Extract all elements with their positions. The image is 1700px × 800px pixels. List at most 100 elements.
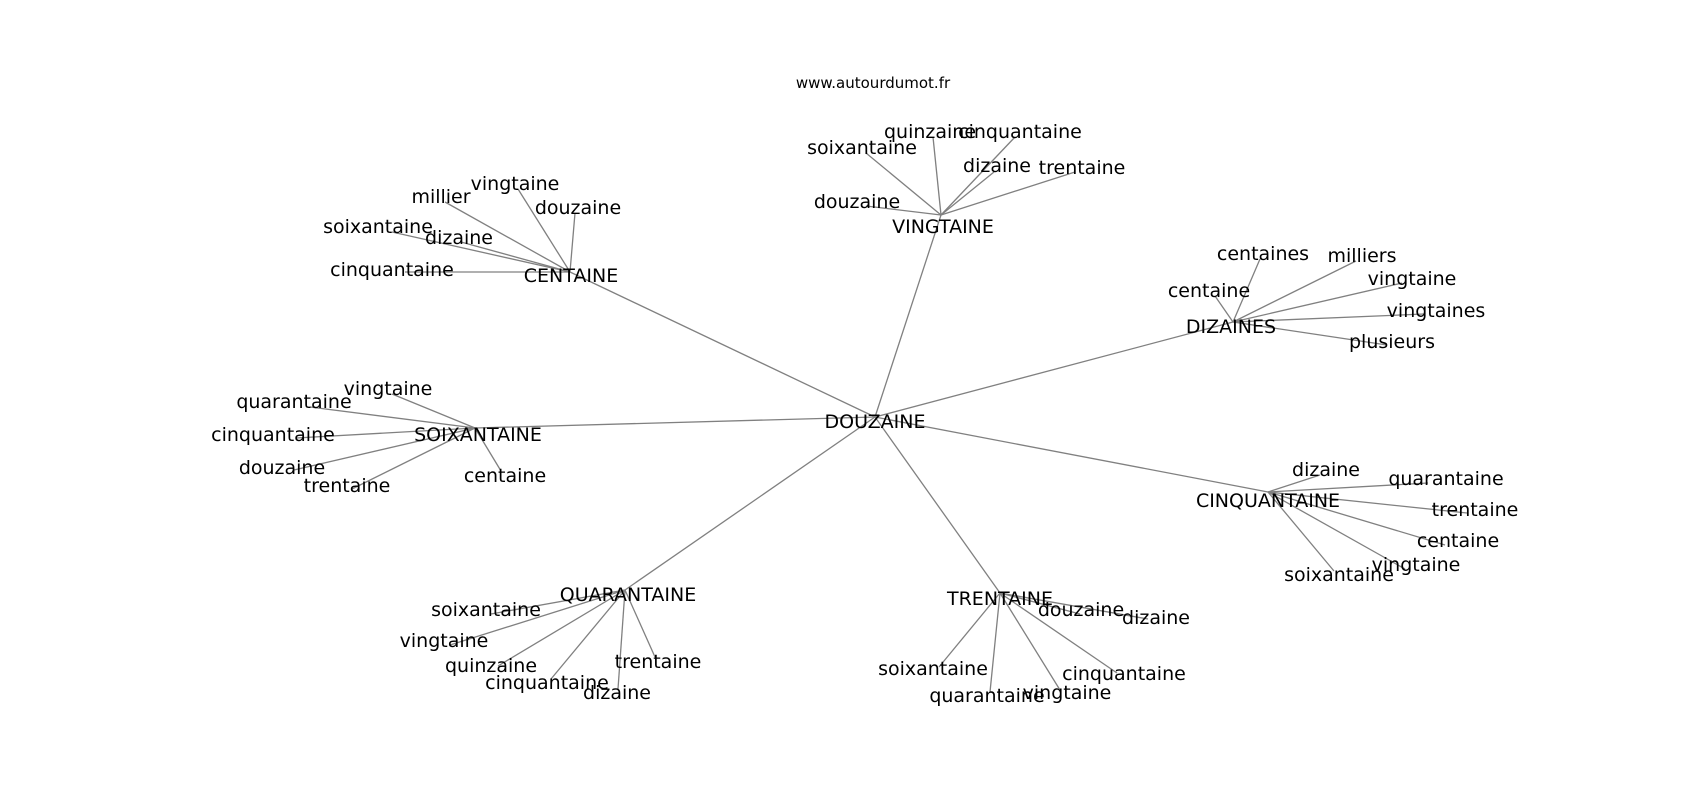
edge-centaine-dizaine	[460, 241, 571, 273]
leaf-node-quarantaine-vingtaine: vingtaine	[400, 630, 489, 652]
edge-quarantaine-cinquantaine	[550, 589, 626, 680]
leaf-node-dizaines-centaines: centaines	[1217, 243, 1309, 265]
edge-vingtaine-dizaine	[940, 171, 995, 216]
hub-node-soixantaine: SOIXANTAINE	[414, 424, 542, 446]
edge-cinquantaine-centaine	[1267, 491, 1446, 546]
leaf-node-cinquantaine-dizaine: dizaine	[1292, 459, 1360, 481]
leaf-node-vingtaine-douzaine: douzaine	[814, 191, 900, 213]
leaf-node-centaine-dizaine: dizaine	[425, 227, 493, 249]
leaf-node-dizaines-vingtaines: vingtaines	[1387, 300, 1486, 322]
edge-center-soixantaine	[474, 416, 876, 429]
leaf-node-trentaine-cinquantaine: cinquantaine	[1062, 663, 1186, 685]
edge-cinquantaine-soixantaine	[1267, 491, 1335, 572]
edge-vingtaine-trentaine	[940, 171, 1076, 216]
edge-center-dizaines	[874, 321, 1234, 418]
edge-trentaine-dizaine	[999, 592, 1149, 620]
leaf-node-cinquantaine-centaine: centaine	[1417, 530, 1499, 552]
edge-centaine-soixantaine	[391, 231, 571, 273]
edge-quarantaine-vingtaine	[449, 589, 626, 646]
leaf-node-dizaines-plusieurs: plusieurs	[1349, 331, 1435, 353]
leaf-node-trentaine-douzaine: douzaine	[1038, 599, 1124, 621]
leaf-node-quarantaine-dizaine: dizaine	[583, 682, 651, 704]
edge-trentaine-cinquantaine	[999, 592, 1118, 674]
edge-dizaines-plusieurs	[1232, 321, 1388, 346]
edge-soixantaine-douzaine	[293, 427, 476, 471]
edge-dizaines-vingtaine	[1232, 282, 1403, 323]
edge-dizaines-vingtaines	[1232, 313, 1425, 323]
edge-cinquantaine-vingtaine	[1267, 491, 1406, 570]
leaf-node-cinquantaine-trentaine: trentaine	[1432, 499, 1519, 521]
leaf-node-quarantaine-cinquantaine: cinquantaine	[485, 672, 609, 694]
edge-cinquantaine-trentaine	[1267, 491, 1468, 514]
edge-trentaine-douzaine	[999, 592, 1081, 615]
edge-centaine-douzaine	[569, 212, 576, 273]
edge-soixantaine-quarantaine	[309, 406, 476, 429]
leaf-node-cinquantaine-vingtaine: vingtaine	[1372, 554, 1461, 576]
leaf-node-soixantaine-quarantaine: quarantaine	[236, 391, 351, 413]
leaf-node-centaine-douzaine: douzaine	[535, 197, 621, 219]
leaf-node-vingtaine-soixantaine: soixantaine	[807, 137, 917, 159]
edge-trentaine-vingtaine	[999, 592, 1061, 691]
leaf-node-trentaine-dizaine: dizaine	[1122, 607, 1190, 629]
edge-centaine-millier	[444, 201, 571, 273]
leaf-node-dizaines-centaine: centaine	[1168, 280, 1250, 302]
edge-quarantaine-soixantaine	[490, 589, 626, 615]
edge-soixantaine-centaine	[474, 427, 502, 472]
edge-trentaine-quarantaine	[989, 592, 1001, 693]
edge-cinquantaine-quarantaine	[1267, 482, 1429, 493]
leaf-node-quarantaine-quinzaine: quinzaine	[445, 655, 537, 677]
leaf-node-centaine-vingtaine: vingtaine	[471, 173, 560, 195]
hub-node-cinquantaine: CINQUANTAINE	[1196, 490, 1340, 512]
leaf-node-centaine-millier: millier	[411, 186, 470, 208]
edge-vingtaine-soixantaine	[865, 152, 942, 216]
leaf-node-soixantaine-douzaine: douzaine	[239, 457, 325, 479]
leaf-node-quarantaine-soixantaine: soixantaine	[431, 599, 541, 621]
leaf-node-soixantaine-vingtaine: vingtaine	[344, 378, 433, 400]
leaf-node-soixantaine-centaine: centaine	[464, 465, 546, 487]
leaf-node-cinquantaine-soixantaine: soixantaine	[1284, 564, 1394, 586]
edge-center-vingtaine	[874, 214, 942, 418]
leaf-node-vingtaine-dizaine: dizaine	[963, 155, 1031, 177]
hub-node-dizaines: DIZAINES	[1186, 316, 1276, 338]
edge-center-centaine	[569, 271, 876, 418]
leaf-node-soixantaine-cinquantaine: cinquantaine	[211, 424, 335, 446]
hub-node-quarantaine: QUARANTAINE	[560, 584, 696, 606]
edge-soixantaine-trentaine	[351, 427, 476, 490]
edge-centaine-vingtaine	[517, 188, 571, 273]
edge-vingtaine-douzaine	[865, 205, 942, 216]
edge-cinquantaine-dizaine	[1267, 474, 1321, 493]
edge-soixantaine-vingtaine	[391, 393, 476, 429]
edge-dizaines-milliers	[1232, 260, 1357, 323]
leaf-node-trentaine-soixantaine: soixantaine	[878, 658, 988, 680]
edge-vingtaine-quinzaine	[932, 136, 942, 216]
source-url: www.autourdumot.fr	[796, 74, 951, 92]
leaf-node-centaine-soixantaine: soixantaine	[323, 216, 433, 238]
leaf-node-dizaines-milliers: milliers	[1327, 245, 1396, 267]
edge-trentaine-soixantaine	[938, 592, 1001, 668]
hub-node-centaine: CENTAINE	[524, 265, 618, 287]
leaf-node-vingtaine-trentaine: trentaine	[1039, 157, 1126, 179]
edge-dizaines-centaine	[1214, 295, 1234, 323]
graph-edges	[293, 136, 1468, 693]
edge-quarantaine-dizaine	[617, 589, 626, 690]
leaf-node-trentaine-quarantaine: quarantaine	[929, 685, 1044, 707]
edge-center-quarantaine	[624, 416, 876, 591]
leaf-node-centaine-cinquantaine: cinquantaine	[330, 259, 454, 281]
edge-center-trentaine	[874, 416, 1001, 594]
hub-node-vingtaine: VINGTAINE	[892, 216, 994, 238]
leaf-node-soixantaine-trentaine: trentaine	[304, 475, 391, 497]
leaf-node-vingtaine-quinzaine: quinzaine	[884, 121, 976, 143]
edge-quarantaine-trentaine	[624, 589, 656, 658]
edge-center-cinquantaine	[874, 416, 1269, 493]
leaf-node-vingtaine-cinquantaine: cinquantaine	[958, 121, 1082, 143]
hub-node-trentaine: TRENTAINE	[946, 588, 1053, 610]
edge-vingtaine-cinquantaine	[940, 136, 1016, 216]
leaf-node-dizaines-vingtaine: vingtaine	[1368, 268, 1457, 290]
edge-quarantaine-quinzaine	[497, 589, 626, 667]
leaf-node-trentaine-vingtaine: vingtaine	[1023, 682, 1112, 704]
edge-dizaines-centaines	[1232, 258, 1261, 323]
leaf-node-quarantaine-trentaine: trentaine	[615, 651, 702, 673]
center-node: DOUZAINE	[825, 411, 926, 433]
